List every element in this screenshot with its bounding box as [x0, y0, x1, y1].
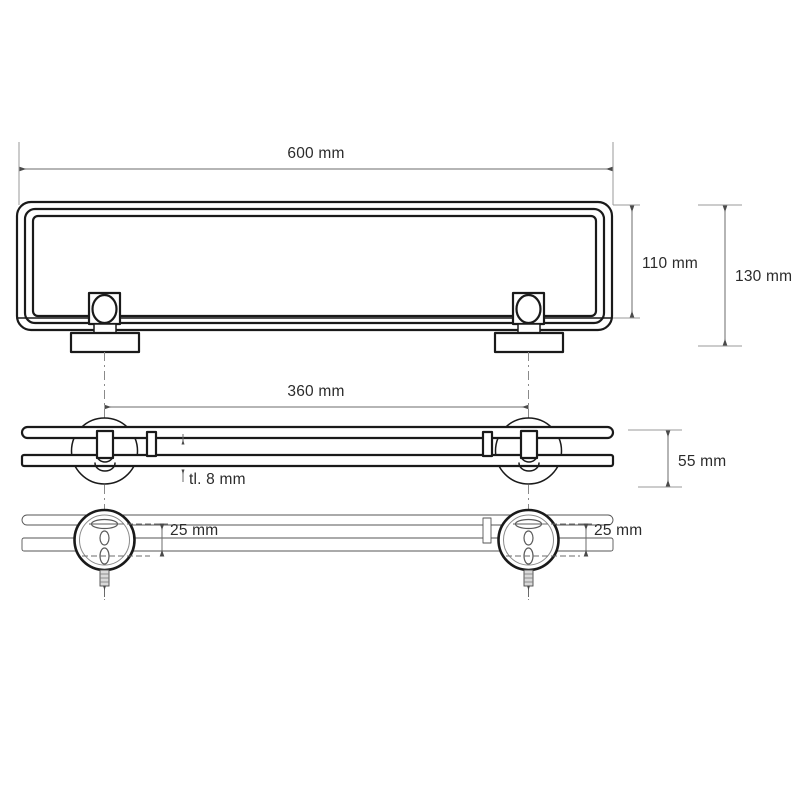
top-slot-right — [482, 517, 492, 544]
top-bar-lower-fill — [22, 538, 613, 551]
dimension-thickness-8: tl. 8 mm — [181, 434, 246, 488]
wall-plate-right — [497, 508, 580, 597]
bracket-knob-fill — [516, 295, 541, 323]
post — [95, 429, 115, 460]
post-bottom-curve — [520, 454, 538, 463]
bracket-knob-fill — [92, 295, 117, 323]
post-fill — [97, 431, 113, 458]
bracket-knob — [91, 293, 118, 325]
glass-edge-upper-fill — [22, 427, 613, 438]
top-bar-lower — [21, 537, 614, 552]
dimension-width-600: 600 mm — [18, 142, 614, 205]
glass-edge-lower — [20, 453, 615, 468]
post-fill — [521, 431, 537, 458]
bracket-right-front — [493, 291, 565, 354]
glass-panel-fill — [17, 202, 612, 330]
dimension-height-130: 130 mm — [698, 204, 792, 347]
dimension-spacing-360: 360 mm — [104, 383, 529, 410]
dimension-label-screw-spacing-right: 25 mm — [594, 522, 642, 539]
plate-center-hole — [523, 530, 534, 546]
top-slot-right-fill — [483, 518, 491, 543]
dimension-label-height-glass: 110 mm — [642, 255, 698, 272]
glass-panel-middle-edge — [23, 207, 606, 325]
dimension-screw-spacing-left: 25 mm — [118, 522, 218, 557]
dimension-label-height-overall: 130 mm — [735, 268, 792, 285]
plate-outer-fill — [74, 510, 135, 570]
glass-edge-upper — [20, 425, 615, 440]
top-bar-upper-fill — [22, 515, 613, 525]
bracket-right-side — [518, 429, 540, 472]
bracket-base-fill — [495, 333, 563, 352]
wall-plate-left — [73, 508, 150, 597]
dimension-label-depth: 55 mm — [678, 453, 726, 470]
plate-inner-ring — [79, 514, 130, 566]
dimension-depth-55: 55 mm — [628, 429, 726, 488]
rail-slot-left-fill — [147, 432, 156, 456]
dimension-label-thickness: tl. 8 mm — [189, 471, 246, 488]
disc-boss-curve — [518, 462, 540, 472]
rail-slot-right — [481, 430, 494, 458]
front-view: 600 mm — [15, 142, 792, 354]
dimension-screw-spacing-right: 25 mm — [542, 522, 642, 557]
top-view: 25 mm 25 mm — [21, 508, 642, 597]
rail-slot-left — [145, 430, 158, 458]
dimension-label-spacing: 360 mm — [287, 383, 344, 400]
bracket-base-fill — [71, 333, 139, 352]
dimension-label-screw-spacing-left: 25 mm — [170, 522, 218, 539]
glass-edge-lower-fill — [22, 455, 613, 466]
plate-outer-fill — [498, 510, 559, 570]
plate-inner-ring — [503, 514, 554, 566]
top-bar-upper — [21, 514, 614, 526]
post-bottom-curve — [96, 454, 114, 463]
mount-disc-right — [494, 417, 563, 485]
mount-disc-left — [70, 417, 139, 485]
glass-panel-outer-edge — [15, 200, 614, 332]
bracket-knob — [515, 293, 542, 325]
dimension-height-110: 110 mm — [613, 204, 698, 319]
disc-boss-curve — [94, 462, 116, 472]
post — [519, 429, 539, 460]
bracket-left-side — [94, 429, 116, 472]
rail-slot-right-fill — [483, 432, 492, 456]
plate-center-hole — [99, 530, 110, 546]
dimension-label-width: 600 mm — [287, 145, 344, 162]
side-view: 360 mm — [20, 383, 726, 488]
glass-panel-inner-edge — [31, 214, 598, 318]
